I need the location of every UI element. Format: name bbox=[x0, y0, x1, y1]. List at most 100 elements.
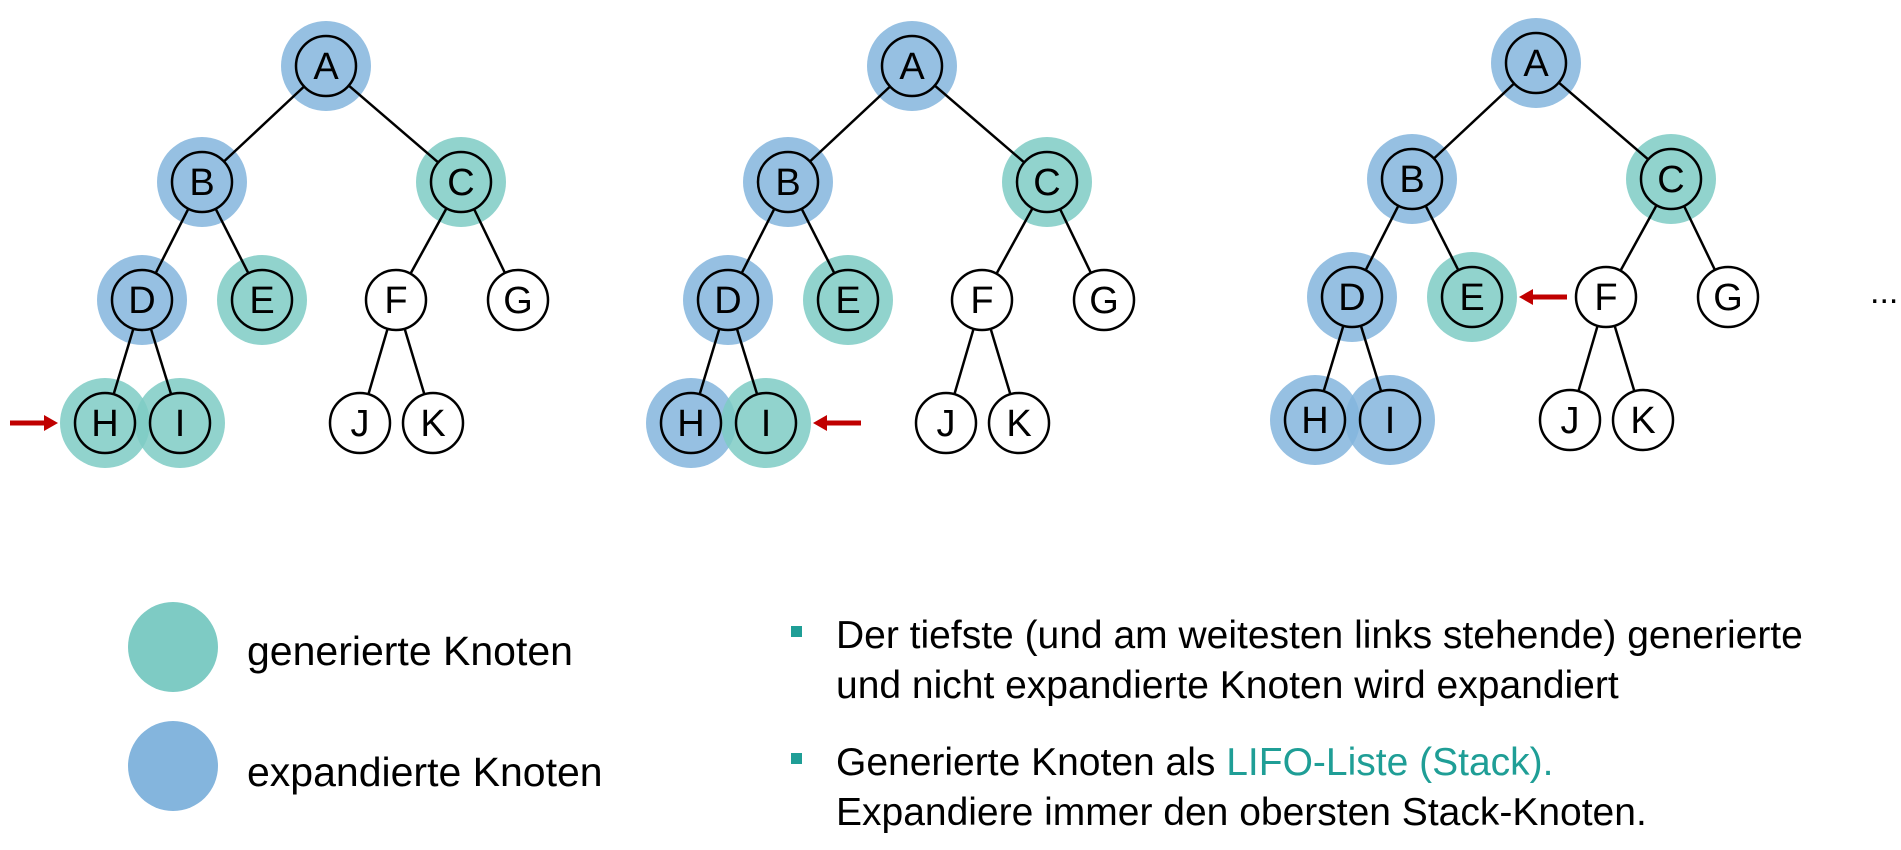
node-halo-expanded bbox=[646, 378, 736, 468]
node-f-circle bbox=[950, 268, 1014, 332]
node-j-label: J bbox=[937, 403, 956, 445]
node-halo-generated bbox=[1002, 137, 1092, 227]
node-f-label: F bbox=[384, 280, 407, 322]
tree-edge-c-g bbox=[472, 208, 507, 274]
tree-edge-d-h bbox=[112, 328, 135, 395]
tree-edge-b-e bbox=[214, 208, 250, 274]
tree-edge-f-k bbox=[1613, 325, 1636, 392]
node-halo-expanded bbox=[1270, 375, 1360, 465]
node-b-circle bbox=[756, 150, 820, 214]
node-i-circle bbox=[1358, 388, 1422, 452]
node-e-label: E bbox=[835, 280, 860, 322]
bullet-1-line-2: und nicht expandierte Knoten wird expand… bbox=[836, 664, 1619, 707]
bullet-2-line-1: Generierte Knoten als LIFO-Liste (Stack)… bbox=[836, 741, 1553, 784]
node-j-label: J bbox=[1561, 400, 1580, 442]
node-g-circle bbox=[486, 268, 550, 332]
node-i-label: I bbox=[175, 403, 186, 445]
node-b-circle bbox=[1380, 147, 1444, 211]
node-i-circle bbox=[148, 391, 212, 455]
node-h-circle bbox=[73, 391, 137, 455]
tree-edge-c-g bbox=[1682, 205, 1717, 271]
tree-edge-a-c bbox=[933, 84, 1026, 164]
node-i-label: I bbox=[1385, 400, 1396, 442]
node-k-circle bbox=[1611, 388, 1675, 452]
node-a-circle bbox=[294, 34, 358, 98]
tree-edge-c-g bbox=[1058, 208, 1093, 274]
tree-edge-a-b bbox=[809, 85, 891, 163]
node-g-label: G bbox=[1713, 277, 1743, 319]
legend-expanded-label: expandierte Knoten bbox=[247, 749, 603, 795]
node-e-circle bbox=[1440, 265, 1504, 329]
node-f-circle bbox=[364, 268, 428, 332]
node-g-circle bbox=[1072, 268, 1136, 332]
current-node-pointer-arrow bbox=[10, 415, 58, 431]
node-k-label: K bbox=[1630, 400, 1655, 442]
tree-edge-f-k bbox=[403, 328, 426, 395]
bullet-1-line-1: Der tiefste (und am weitesten links steh… bbox=[836, 614, 1803, 657]
bullet-2-line-2: Expandiere immer den obersten Stack-Knot… bbox=[836, 791, 1647, 834]
node-b-circle bbox=[170, 150, 234, 214]
tree-edge-d-h bbox=[1322, 325, 1345, 392]
node-h-label: H bbox=[91, 403, 118, 445]
node-halo-expanded bbox=[97, 255, 187, 345]
node-g-label: G bbox=[1089, 280, 1119, 322]
node-c-circle bbox=[1639, 147, 1703, 211]
node-c-circle bbox=[429, 150, 493, 214]
tree-edge-b-d bbox=[154, 208, 190, 274]
current-node-pointer-arrow bbox=[813, 415, 861, 431]
node-d-circle bbox=[696, 268, 760, 332]
tree-edge-d-i bbox=[1359, 325, 1383, 392]
node-h-circle bbox=[659, 391, 723, 455]
node-halo-expanded bbox=[683, 255, 773, 345]
node-d-label: D bbox=[714, 280, 741, 322]
explanation-bullets: Der tiefste (und am weitesten links steh… bbox=[791, 614, 1803, 834]
tree-edge-b-d bbox=[1364, 205, 1400, 271]
node-f-label: F bbox=[1594, 277, 1617, 319]
node-k-circle bbox=[987, 391, 1051, 455]
node-j-circle bbox=[1538, 388, 1602, 452]
node-h-circle bbox=[1283, 388, 1347, 452]
arrow-head bbox=[44, 415, 58, 431]
node-f-label: F bbox=[970, 280, 993, 322]
tree-edge-b-d bbox=[740, 208, 776, 274]
legend-generated-swatch bbox=[128, 602, 218, 692]
tree-edge-c-f bbox=[409, 207, 448, 275]
node-a-label: A bbox=[899, 46, 925, 88]
node-halo-generated bbox=[721, 378, 811, 468]
node-j-label: J bbox=[351, 403, 370, 445]
tree-edge-a-b bbox=[223, 85, 305, 163]
node-halo-generated bbox=[60, 378, 150, 468]
node-b-label: B bbox=[189, 162, 214, 204]
tree-edge-f-k bbox=[989, 328, 1012, 395]
node-a-label: A bbox=[1523, 43, 1549, 85]
node-e-label: E bbox=[1459, 277, 1484, 319]
tree-edge-c-f bbox=[1619, 204, 1658, 272]
tree-edge-a-b bbox=[1433, 82, 1515, 160]
node-halo-generated bbox=[135, 378, 225, 468]
node-d-label: D bbox=[1338, 277, 1365, 319]
tree-edge-d-h bbox=[698, 328, 721, 395]
tree-edge-a-c bbox=[347, 84, 440, 164]
node-d-circle bbox=[110, 268, 174, 332]
node-a-label: A bbox=[313, 46, 339, 88]
continuation-ellipsis: ... bbox=[1870, 273, 1898, 311]
node-c-label: C bbox=[1033, 162, 1060, 204]
node-c-circle bbox=[1015, 150, 1079, 214]
tree-edge-f-j bbox=[953, 328, 975, 395]
tree-edge-f-j bbox=[1577, 325, 1599, 392]
bullet-marker-1 bbox=[791, 626, 802, 637]
node-g-label: G bbox=[503, 280, 533, 322]
node-j-circle bbox=[914, 391, 978, 455]
arrow-head bbox=[813, 415, 827, 431]
tree-edge-b-e bbox=[1424, 205, 1460, 271]
node-e-label: E bbox=[249, 280, 274, 322]
node-halo-generated bbox=[217, 255, 307, 345]
node-e-circle bbox=[816, 268, 880, 332]
node-i-circle bbox=[734, 391, 798, 455]
node-k-label: K bbox=[1006, 403, 1031, 445]
